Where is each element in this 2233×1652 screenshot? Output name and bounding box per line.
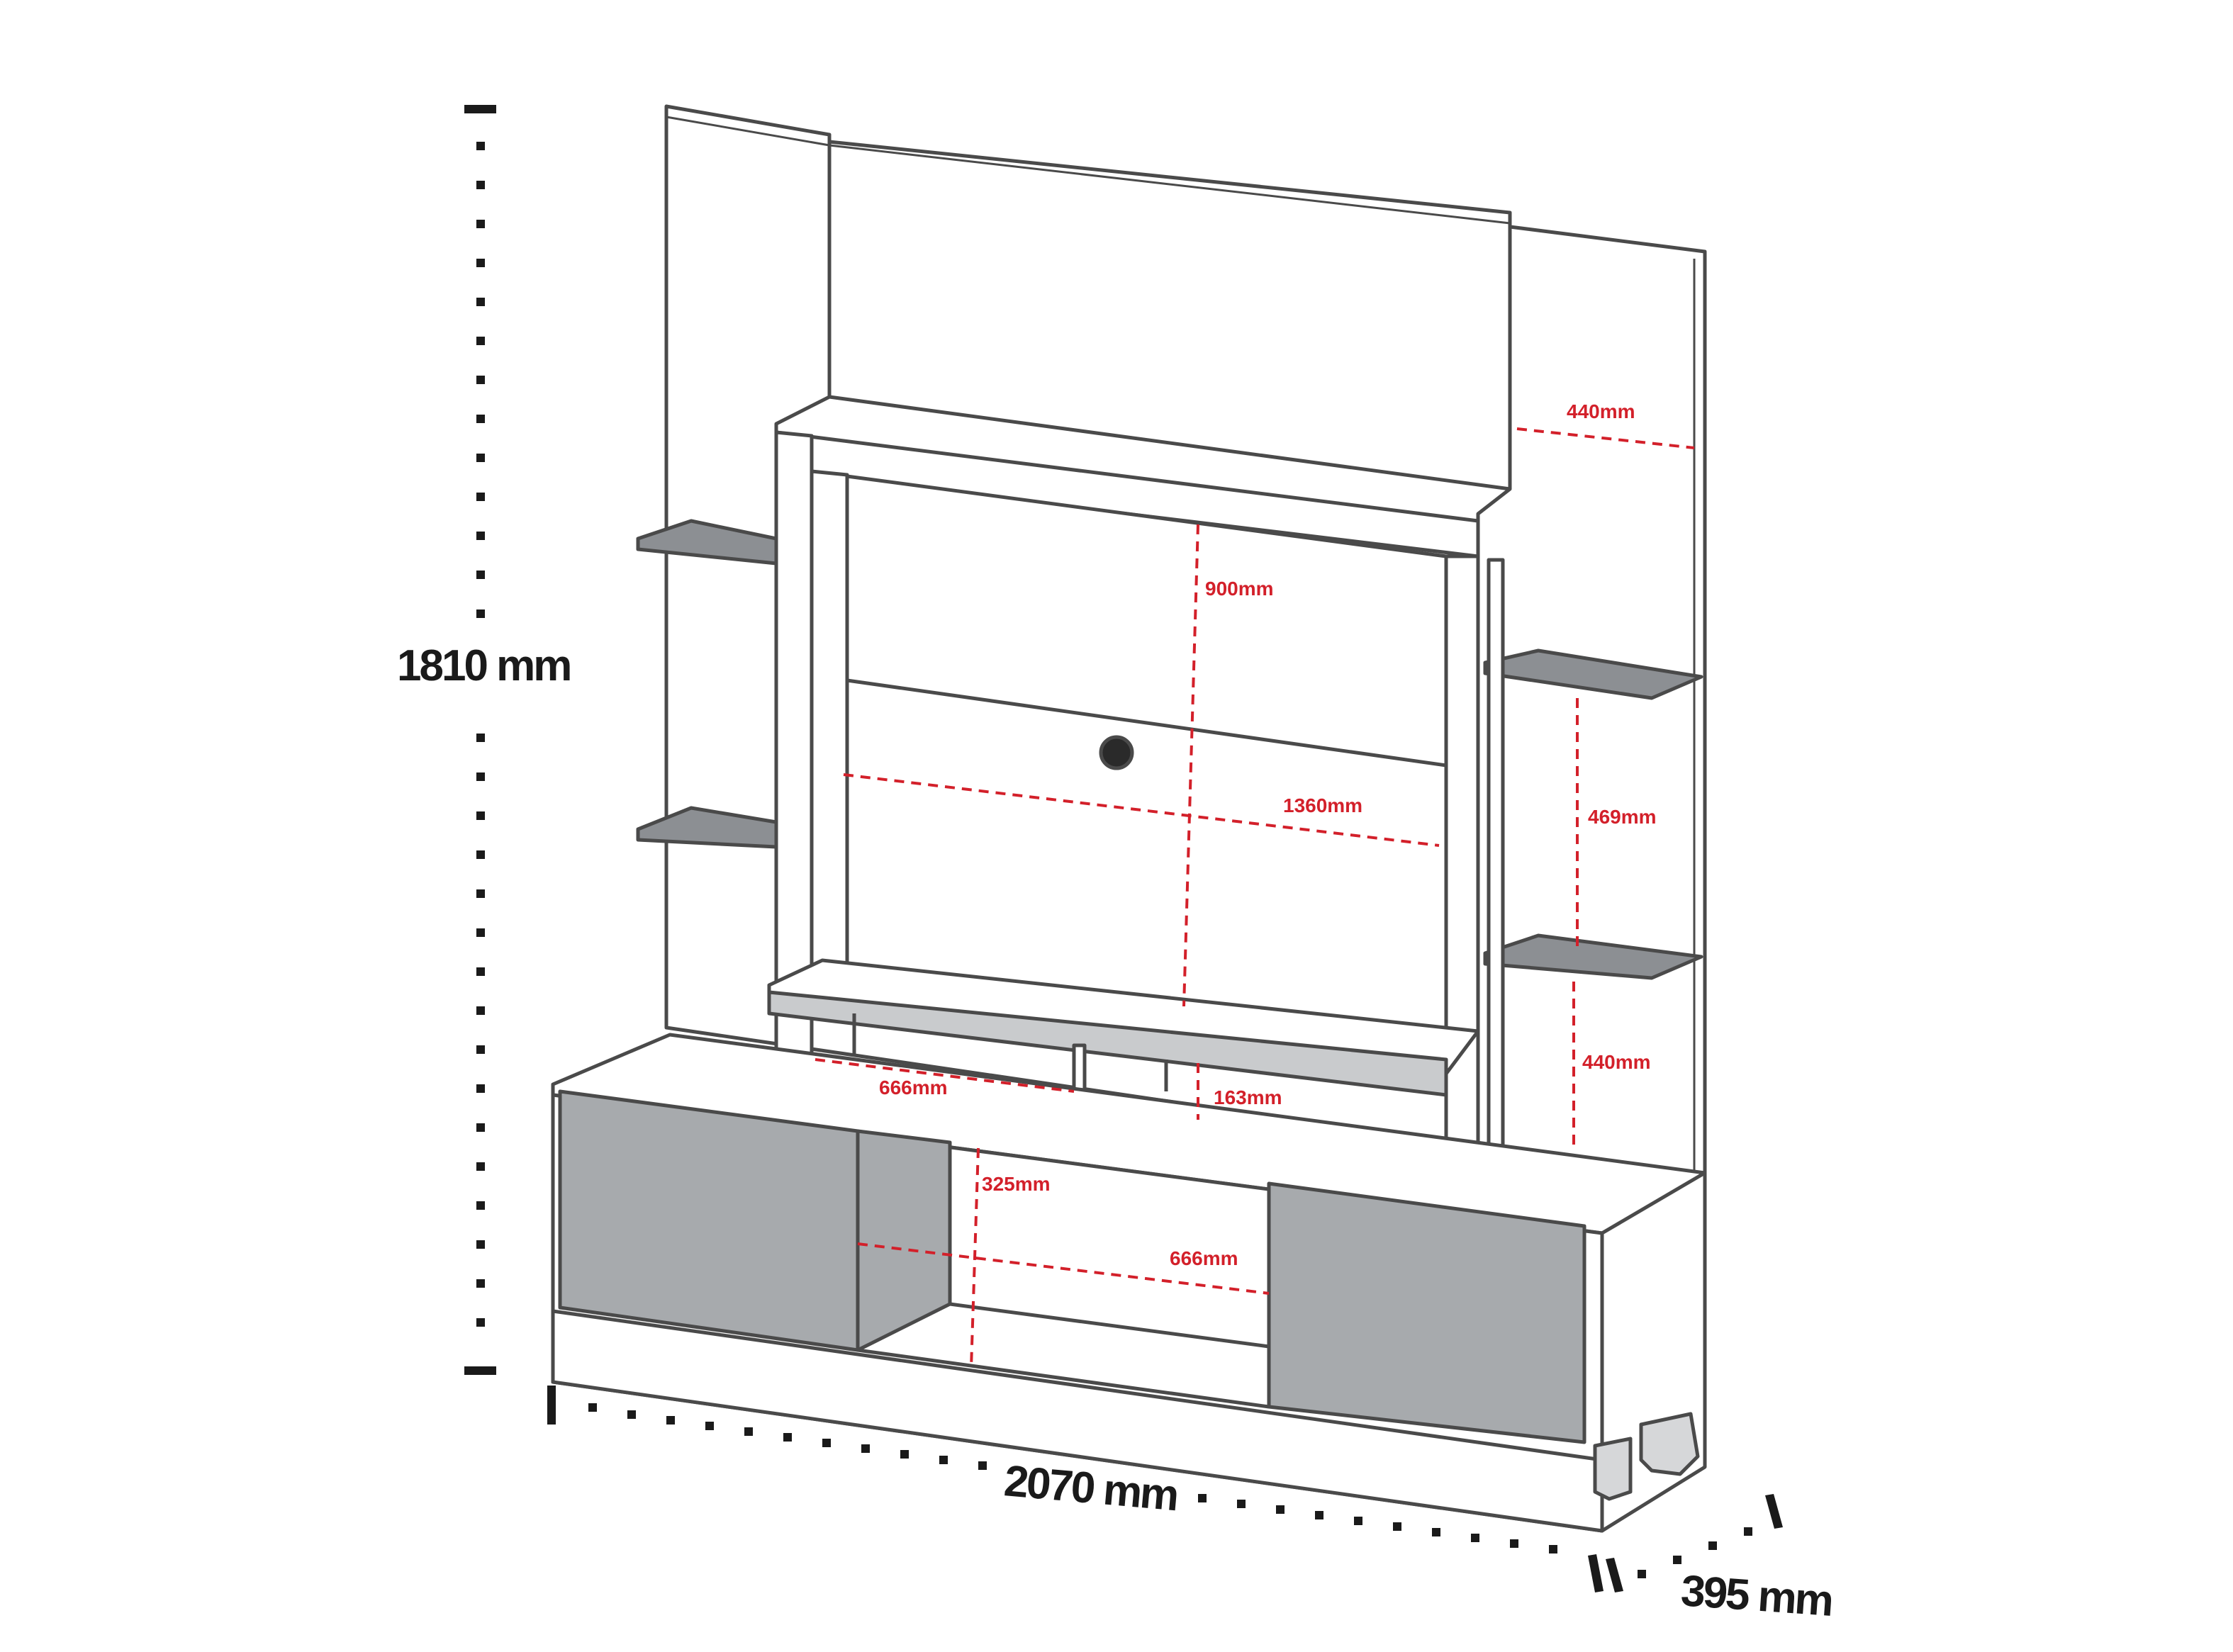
overall-height-label: 1810 mm bbox=[397, 641, 570, 690]
open-compartment-floor bbox=[857, 1348, 1270, 1409]
foot-back bbox=[1639, 1412, 1700, 1476]
middle-shelf-front bbox=[767, 990, 1448, 1097]
right-shelf-upper bbox=[1483, 648, 1703, 700]
frame-top-bar-edge bbox=[776, 430, 1479, 523]
right-shelf-lower bbox=[1483, 933, 1703, 980]
open-compartment-back-bottom bbox=[949, 1302, 1270, 1349]
dim-line-upper-side-gap bbox=[1516, 427, 1695, 449]
width-dim-dots bbox=[588, 1403, 1557, 1553]
base-plinth bbox=[551, 1309, 1604, 1533]
cable-hole bbox=[1099, 735, 1134, 770]
compartment-height-label: 325mm bbox=[982, 1173, 1051, 1195]
back-panel-top-edge bbox=[666, 116, 1511, 225]
depth-dim-cap-right bbox=[1765, 1494, 1783, 1529]
dim-line-tv-height bbox=[1182, 524, 1199, 1007]
overall-depth-label: 395 mm bbox=[1679, 1566, 1833, 1626]
frame-right-post bbox=[1444, 554, 1480, 1182]
depth-dim-cap-left bbox=[1606, 1558, 1623, 1592]
side-shelf-gap-label: 469mm bbox=[1588, 806, 1657, 828]
height-dim-cap-bottom bbox=[464, 1366, 496, 1375]
foot-front bbox=[1593, 1437, 1633, 1501]
dim-line-compartment-height bbox=[970, 1147, 980, 1369]
tv-height-label: 900mm bbox=[1205, 578, 1274, 600]
dim-line-shelf-width bbox=[815, 1058, 1075, 1093]
width-dim-cap-left bbox=[547, 1386, 556, 1425]
frame-left-post-inner bbox=[810, 469, 849, 977]
height-dim-dots bbox=[476, 142, 485, 1327]
depth-dim-dots bbox=[1638, 1527, 1752, 1578]
dim-line-compartment-width bbox=[857, 1242, 1270, 1295]
shelf-gap-height-label: 163mm bbox=[1214, 1086, 1282, 1108]
height-dim-cap-top bbox=[464, 105, 496, 113]
width-dim-cap-right bbox=[1588, 1554, 1604, 1592]
left-door bbox=[558, 1089, 860, 1352]
right-door bbox=[1267, 1181, 1586, 1444]
compartment-width-label: 666mm bbox=[1170, 1247, 1238, 1269]
tv-width-label: 1360mm bbox=[1283, 794, 1362, 816]
shelf-width-label: 666mm bbox=[879, 1077, 948, 1098]
upper-side-gap-label: 440mm bbox=[1567, 400, 1635, 422]
tv-panel-divider bbox=[846, 678, 1447, 768]
frame-right-post-inner bbox=[1487, 558, 1505, 1164]
dim-line-tv-width bbox=[843, 773, 1440, 847]
lower-side-gap-label: 440mm bbox=[1582, 1051, 1651, 1073]
